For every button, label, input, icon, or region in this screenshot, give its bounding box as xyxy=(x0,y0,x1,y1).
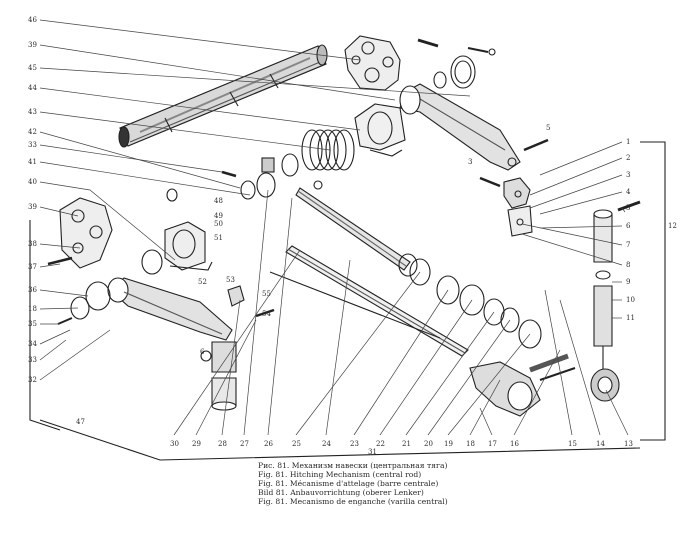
callout-label: 29 xyxy=(192,440,201,448)
callout-label: 4 xyxy=(626,188,631,196)
callout-label: 51 xyxy=(214,234,223,242)
yoke-right xyxy=(479,138,549,237)
callout-label: 43 xyxy=(28,108,37,116)
rings-left xyxy=(57,281,111,325)
callout-label: 44 xyxy=(28,84,37,92)
callout-label: 55 xyxy=(262,290,271,298)
callout-label: 5 xyxy=(546,124,550,132)
caption-french: Fig. 81. Mécanisme d'attelage (barre cen… xyxy=(258,479,439,488)
frame-bottom-line xyxy=(39,419,641,461)
caption-russian: Рис. 81. Механизм навески (центральная т… xyxy=(258,461,448,470)
leader-lines xyxy=(39,19,629,436)
callout-label: 9 xyxy=(626,278,630,286)
callout-label: 49 xyxy=(214,212,223,220)
callout-label: 3 xyxy=(468,158,472,166)
callout-label: 39 xyxy=(28,203,37,211)
callout-label: 27 xyxy=(240,440,249,448)
upper-bracket xyxy=(344,35,401,91)
upper-lift-arm xyxy=(399,83,521,171)
callout-label: 14 xyxy=(596,440,605,448)
callout-label: 1 xyxy=(626,138,630,146)
callout-label: 15 xyxy=(568,440,577,448)
callout-label: 20 xyxy=(424,440,433,448)
callout-label: 37 xyxy=(28,263,37,271)
lower-bracket xyxy=(47,197,113,269)
callout-label: 24 xyxy=(322,440,331,448)
callout-label: 3 xyxy=(626,171,630,179)
callout-label: 12 xyxy=(668,222,677,230)
callout-label: 32 xyxy=(28,376,37,384)
callout-label: 48 xyxy=(214,197,223,205)
callout-label: 19 xyxy=(444,440,453,448)
central-rod-upper xyxy=(295,187,418,277)
callout-label: 18 xyxy=(28,305,37,313)
callout-label: 10 xyxy=(626,296,635,304)
bushing-housing xyxy=(354,103,406,157)
small-parts-center xyxy=(221,153,323,200)
callout-label: 42 xyxy=(28,128,37,136)
callout-label: 17 xyxy=(488,440,497,448)
callout-label: 33 xyxy=(28,141,37,149)
callout-label: 50 xyxy=(214,220,223,228)
callout-label: 46 xyxy=(28,16,37,24)
callout-label: 41 xyxy=(28,158,37,166)
callout-label: 38 xyxy=(28,240,37,248)
vertical-cylinder xyxy=(590,200,641,402)
frame-left-line xyxy=(29,220,61,431)
housing-left xyxy=(141,188,213,275)
splined-shaft xyxy=(118,44,328,148)
lower-cylinder xyxy=(200,341,237,411)
caption-german: Bild 81. Anbauvorrichtung (oberer Lenker… xyxy=(258,488,424,497)
callout-label: 22 xyxy=(376,440,385,448)
callout-label: 23 xyxy=(350,440,359,448)
callout-label: 26 xyxy=(264,440,273,448)
callout-label: 52 xyxy=(198,278,207,286)
callout-label: 34 xyxy=(28,340,37,348)
torsion-spring xyxy=(301,129,355,171)
callout-label: 30 xyxy=(170,440,179,448)
caption-english: Fig. 81. Hitching Mechanism (central rod… xyxy=(258,470,422,479)
callout-label: 16 xyxy=(510,440,519,448)
callout-label: 2 xyxy=(626,154,630,162)
rod-eye-end xyxy=(469,353,576,417)
callout-label: 13 xyxy=(624,440,633,448)
callout-label: 47 xyxy=(76,418,85,426)
callout-label: 35 xyxy=(28,320,37,328)
callout-label: 36 xyxy=(28,286,37,294)
rings-row xyxy=(409,258,542,349)
pins-top xyxy=(417,38,496,89)
callout-label: 25 xyxy=(292,440,301,448)
callout-label: 54 xyxy=(262,310,271,318)
callout-label: 8 xyxy=(626,261,630,269)
callout-label: 28 xyxy=(218,440,227,448)
lower-lift-arm xyxy=(107,277,233,341)
central-rod-lower xyxy=(269,245,469,357)
callout-label: 33 xyxy=(28,356,37,364)
callout-label: 40 xyxy=(28,178,37,186)
callout-label: 45 xyxy=(28,64,37,72)
callout-label: 31 xyxy=(368,448,377,456)
callout-label: 6 xyxy=(200,348,205,356)
callout-label: 53 xyxy=(226,276,235,284)
callout-label: 6 xyxy=(626,222,631,230)
callout-label: 39 xyxy=(28,41,37,49)
frame-bracket-right xyxy=(640,141,666,441)
callout-label: 18 xyxy=(466,440,475,448)
callout-label: 21 xyxy=(402,440,411,448)
callout-label: 5 xyxy=(626,204,630,212)
callout-label: 7 xyxy=(626,241,630,249)
callout-label: 11 xyxy=(626,314,635,322)
caption-spanish: Fig. 81. Mecanismo de enganche (varilla … xyxy=(258,497,448,506)
